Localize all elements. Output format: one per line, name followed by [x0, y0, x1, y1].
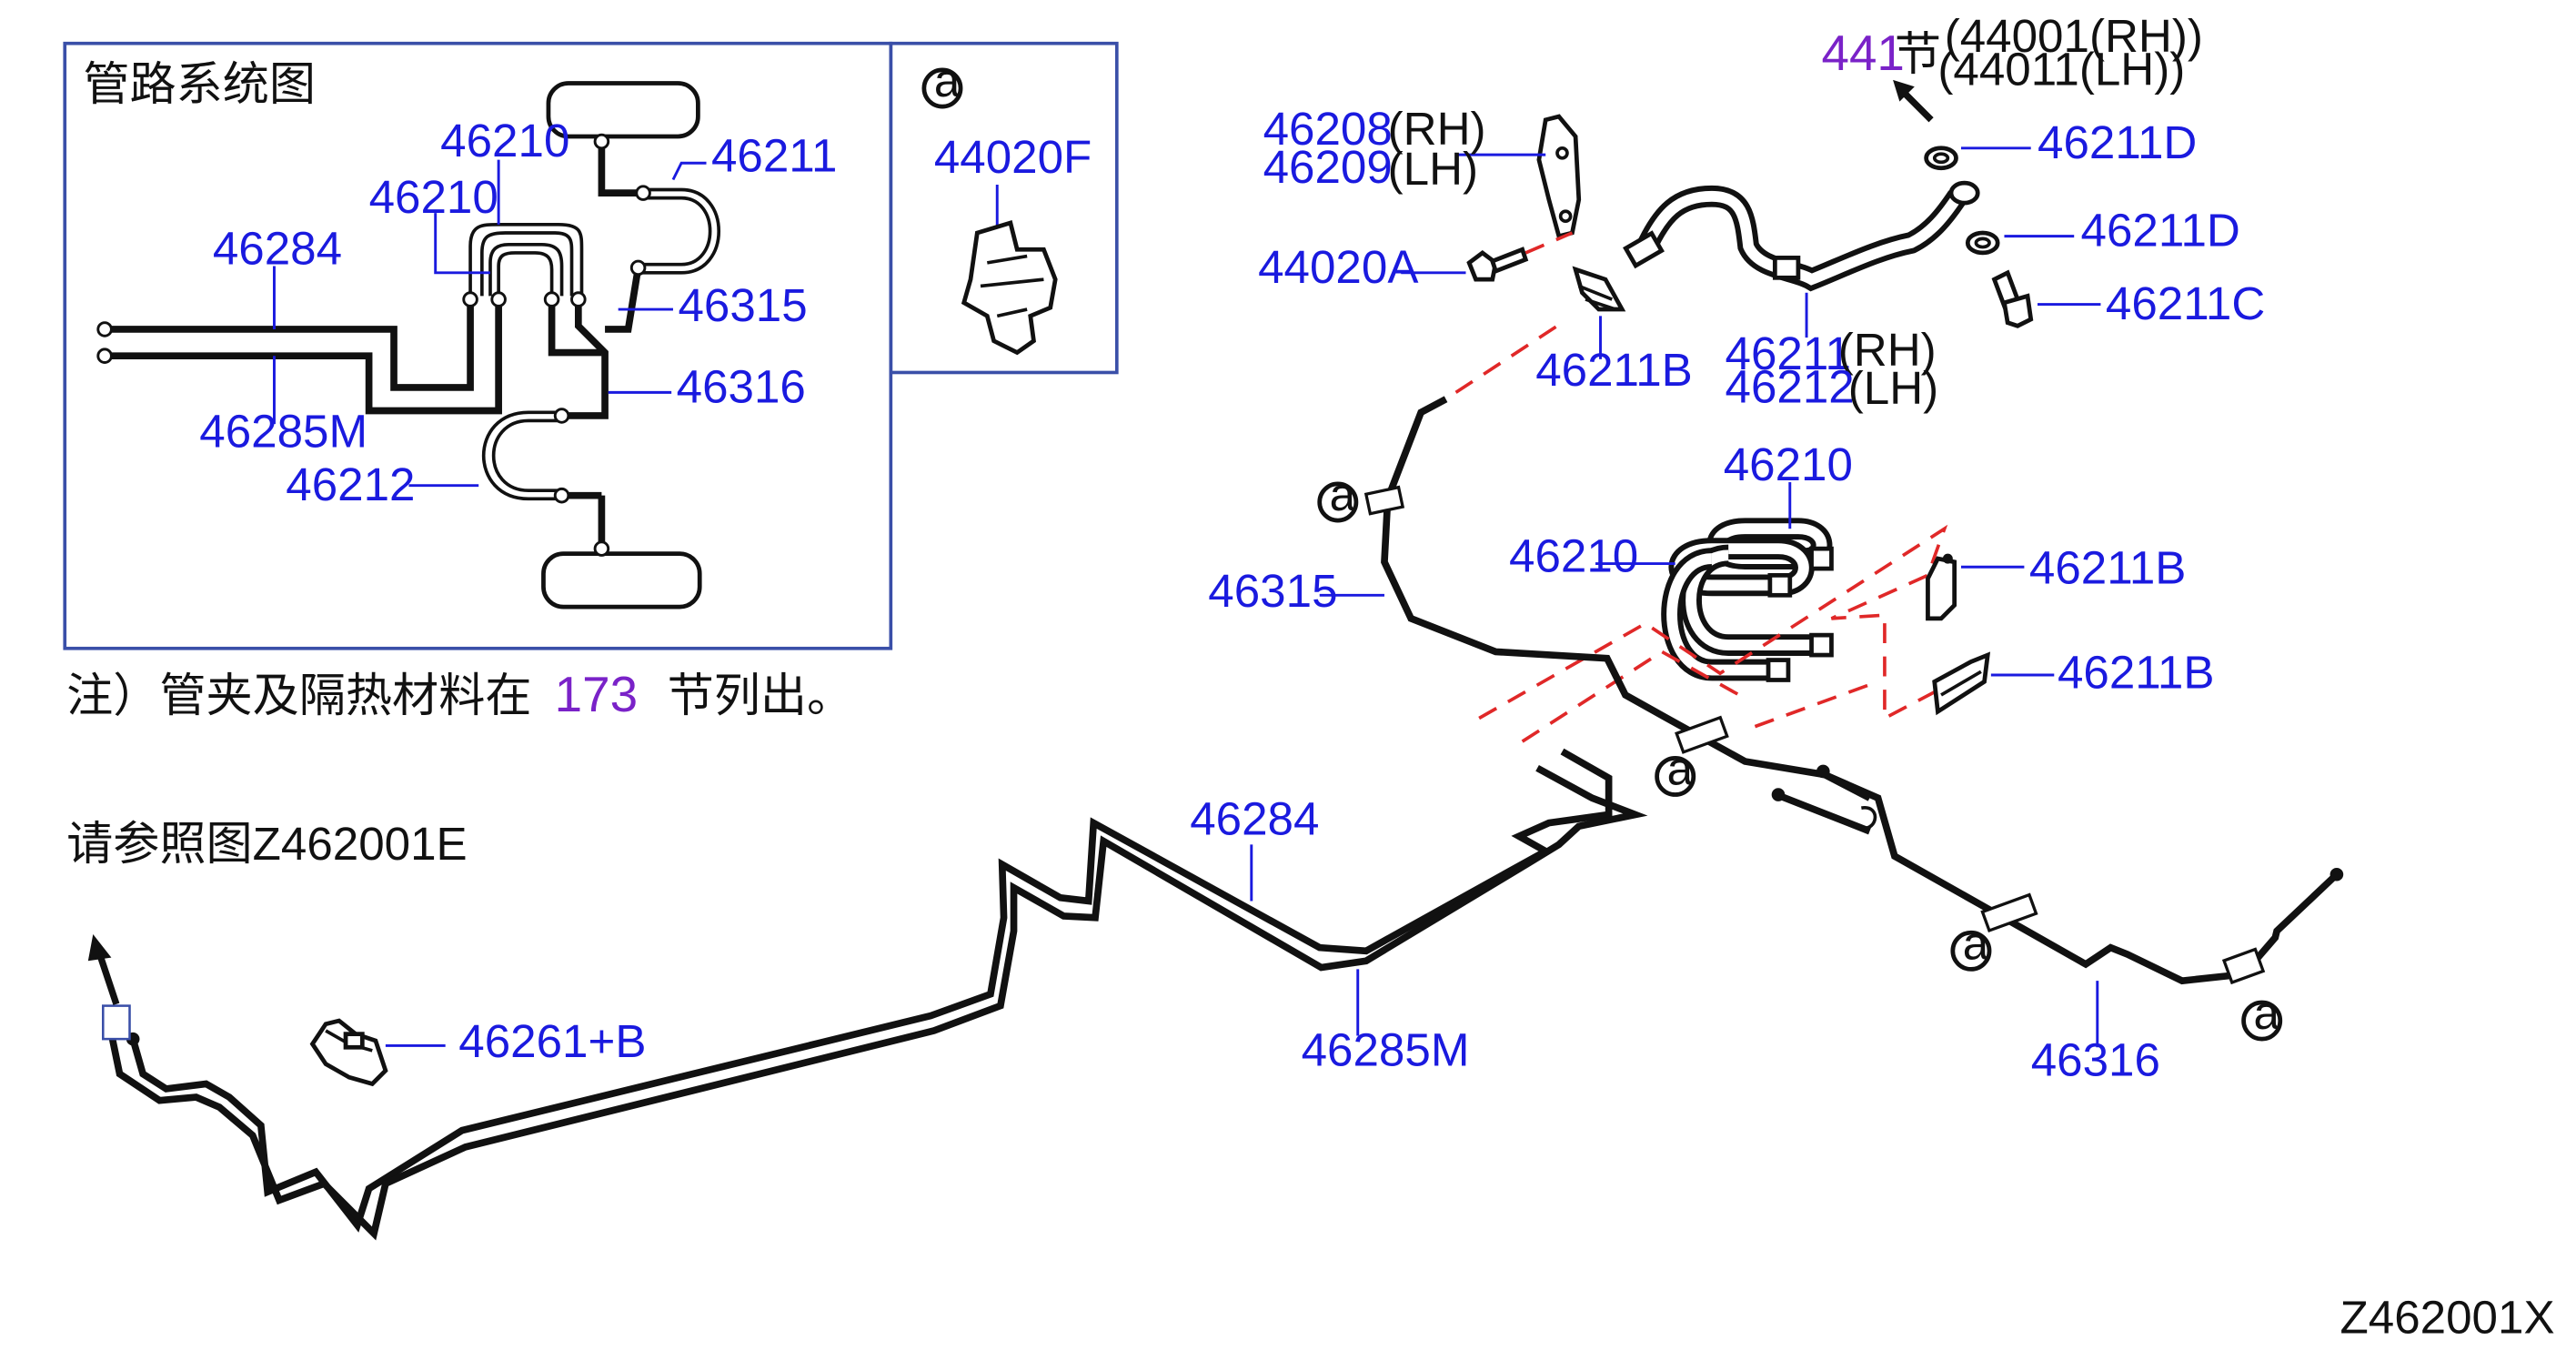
part-46211d-a: 46211D [2038, 116, 2197, 168]
clip-46261b-icon [309, 1018, 388, 1087]
callout-a-4: a [2241, 987, 2283, 1042]
note-section-link[interactable]: 173 [555, 666, 638, 722]
inset-label-46285m: 46285M [199, 406, 367, 458]
part-46211-side: (RH) [1838, 324, 1937, 376]
clip-detail-box: a 44020F [889, 41, 1119, 375]
diagram-id: Z462001X [2340, 1292, 2555, 1344]
callout-a-3: a [1950, 917, 1992, 972]
inset-label-46316: 46316 [677, 360, 806, 412]
callout-a-1: a [1317, 468, 1359, 523]
svg-text:a: a [1963, 917, 1989, 969]
part-46211: 46211 [1726, 327, 1851, 379]
part-46315: 46315 [1208, 565, 1337, 617]
top-ref-lh: (44011(LH)) [1937, 43, 2185, 95]
inset-label-46210b: 46210 [369, 171, 498, 223]
part-46209-side: (LH) [1388, 143, 1478, 195]
top-ref-section-link[interactable]: 441 [1821, 25, 1904, 81]
part-46211d-b: 46211D [2081, 205, 2240, 257]
part-46211b-low: 46211B [2058, 647, 2215, 699]
part-46284: 46284 [1190, 792, 1319, 844]
rear-wheel-icon [541, 551, 702, 610]
part-46261b: 46261+B [458, 1015, 646, 1067]
bracket-46208-icon [1536, 114, 1582, 239]
note-suffix: 节列出。 [668, 670, 854, 721]
inset-label-46210a: 46210 [440, 115, 569, 166]
top-ref-char: 节 [1895, 28, 1941, 80]
part-46316: 46316 [2031, 1033, 2160, 1085]
callout-a-2: a [1655, 743, 1696, 797]
part-44020a: 44020A [1258, 241, 1419, 293]
piping-system-inset: 管路系统图 46210 [63, 41, 893, 650]
end-fitting-icon [102, 1004, 131, 1041]
part-46211b-top: 46211B [1535, 344, 1693, 396]
part-46209: 46209 [1263, 141, 1393, 193]
inset-label-46284: 46284 [213, 223, 342, 275]
bolt-46211c-icon [1991, 269, 2034, 328]
top-arrow-icon [1902, 90, 1934, 123]
washer-46211d-b-icon [1965, 230, 2000, 256]
top-section-ref: 441 节 (44001(RH)) (44011(LH)) [1821, 10, 2203, 123]
part-46285m: 46285M [1302, 1023, 1470, 1075]
clip-box-callout: a [934, 55, 961, 106]
clip-46211b-low-icon [1932, 651, 1991, 716]
clip-46211b-top-icon [1572, 266, 1626, 312]
inset-label-46211: 46211 [711, 129, 837, 181]
svg-text:a: a [1330, 468, 1356, 520]
note-line: 注）管夹及隔热材料在 173 节列出。 [66, 666, 853, 722]
part-46212-side: (LH) [1848, 362, 1938, 414]
part-46208-side: (RH) [1388, 103, 1486, 155]
brake-hose-icon [1623, 180, 1980, 292]
bolt-44020a-icon [1466, 247, 1529, 282]
note-prefix: 注）管夹及隔热材料在 [66, 670, 531, 721]
part-46208: 46208 [1263, 103, 1393, 155]
part-46212: 46212 [1726, 360, 1855, 412]
part-46210-b: 46210 [1509, 530, 1638, 582]
washer-46211d-a-icon [1924, 146, 1958, 171]
reference-text: 请参照图Z462001E [66, 818, 468, 870]
svg-text:注）管夹及隔热材料在 173 节列出: 注）管夹及隔热材料在 173 节列出。 [66, 666, 853, 722]
svg-text:a: a [1667, 743, 1694, 795]
top-ref-rh: (44001(RH)) [1945, 10, 2203, 62]
inset-label-46212: 46212 [286, 458, 415, 510]
clip-46211b-mid-icon [1926, 553, 1957, 621]
inset-label-46315: 46315 [678, 279, 807, 331]
part-46211c: 46211C [2106, 277, 2265, 329]
svg-text:a: a [2254, 987, 2280, 1039]
clip-box-part-label: 44020F [934, 131, 1092, 183]
part-46211b-mid: 46211B [2029, 542, 2187, 594]
front-wheel-icon [546, 81, 700, 139]
tube-46210-icon [1661, 518, 1834, 682]
clip-box-frame [889, 41, 1119, 375]
part-46210-a: 46210 [1724, 438, 1853, 490]
callout-circle [921, 67, 963, 109]
left-arrow-icon [96, 952, 120, 1005]
clip-44020f-icon [961, 220, 1058, 356]
inset-title: 管路系统图 [83, 58, 316, 110]
